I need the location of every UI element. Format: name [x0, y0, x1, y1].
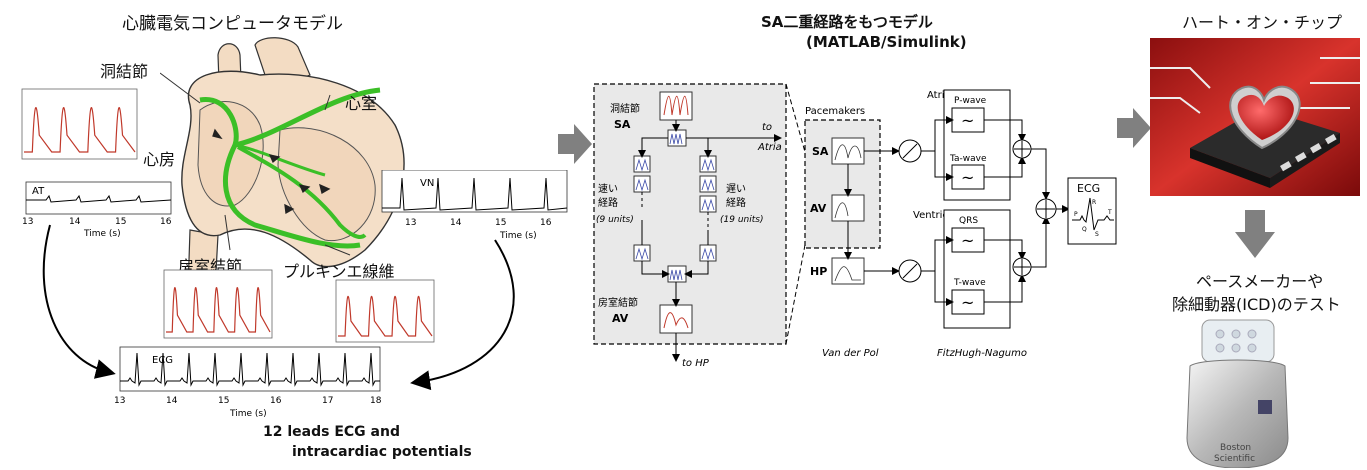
heart-on-chip-image [1150, 38, 1360, 196]
t-wave-osc-icon: ~ [961, 293, 974, 312]
device-brand-line2: Scientific [1214, 454, 1255, 464]
test-line2: 除細動器(ICD)のテスト [1172, 291, 1341, 315]
ta-wave-label: Ta-wave [949, 154, 987, 164]
av-jp-label: 房室結節 [598, 296, 638, 309]
left-caption-line2: intracardiac potentials [292, 444, 472, 460]
to-atria-line2: Atria [757, 142, 782, 153]
slow-units: (19 units) [720, 215, 763, 225]
slow-path-line1: 遅い [726, 183, 746, 195]
flow-arrows [0, 0, 560, 470]
pacemakers-label: Pacemakers [805, 106, 865, 117]
p-wave-osc-icon: ~ [961, 111, 974, 130]
arrow-left-to-middle [558, 124, 592, 164]
ecg-q: Q [1082, 226, 1087, 233]
to-atria-line1: to [762, 122, 772, 133]
sa-jp-label: 洞結節 [610, 102, 640, 115]
ecg-p: P [1074, 211, 1078, 218]
middle-title-line1: SA二重経路をもつモデル [761, 11, 933, 32]
fast-path-line2: 経路 [598, 196, 618, 209]
fast-units: (9 units) [596, 215, 634, 225]
ecg-t: T [1107, 209, 1112, 216]
sa-label: SA [614, 118, 631, 131]
ecg-r: R [1092, 199, 1096, 206]
fitzhugh-label: FitzHugh-Nagumo [937, 348, 1027, 359]
pacemaker-device-image: Boston Scientific [1180, 318, 1295, 468]
pm-av-label: AV [810, 202, 827, 215]
ecg-s: S [1095, 231, 1099, 238]
test-line1: ペースメーカーや [1196, 268, 1323, 292]
pm-hp-label: HP [810, 265, 827, 278]
arrow-chip-to-test [1235, 210, 1275, 258]
p-wave-label: P-wave [954, 96, 987, 106]
van-der-pol-label: Van der Pol [822, 348, 879, 359]
av-label: AV [612, 312, 629, 325]
to-hp: to HP [682, 358, 710, 369]
pm-sa-label: SA [812, 145, 829, 158]
qrs-label: QRS [959, 216, 978, 226]
simulink-diagram: 洞結節 SA 速い 経路 (9 units) 遅い 経路 (19 units) … [590, 70, 1130, 370]
fast-path-line1: 速い [598, 183, 618, 195]
left-caption-line1: 12 leads ECG and [263, 424, 400, 440]
slow-path-line2: 経路 [726, 196, 746, 209]
ecg-block-label: ECG [1077, 182, 1100, 195]
t-wave-label: T-wave [953, 278, 986, 288]
qrs-osc-icon: ~ [961, 231, 974, 250]
middle-title-line2: (MATLAB/Simulink) [806, 33, 967, 51]
device-brand-line1: Boston [1220, 443, 1251, 453]
right-title: ハート・オン・チップ [1182, 9, 1342, 33]
ta-wave-osc-icon: ~ [961, 168, 974, 187]
